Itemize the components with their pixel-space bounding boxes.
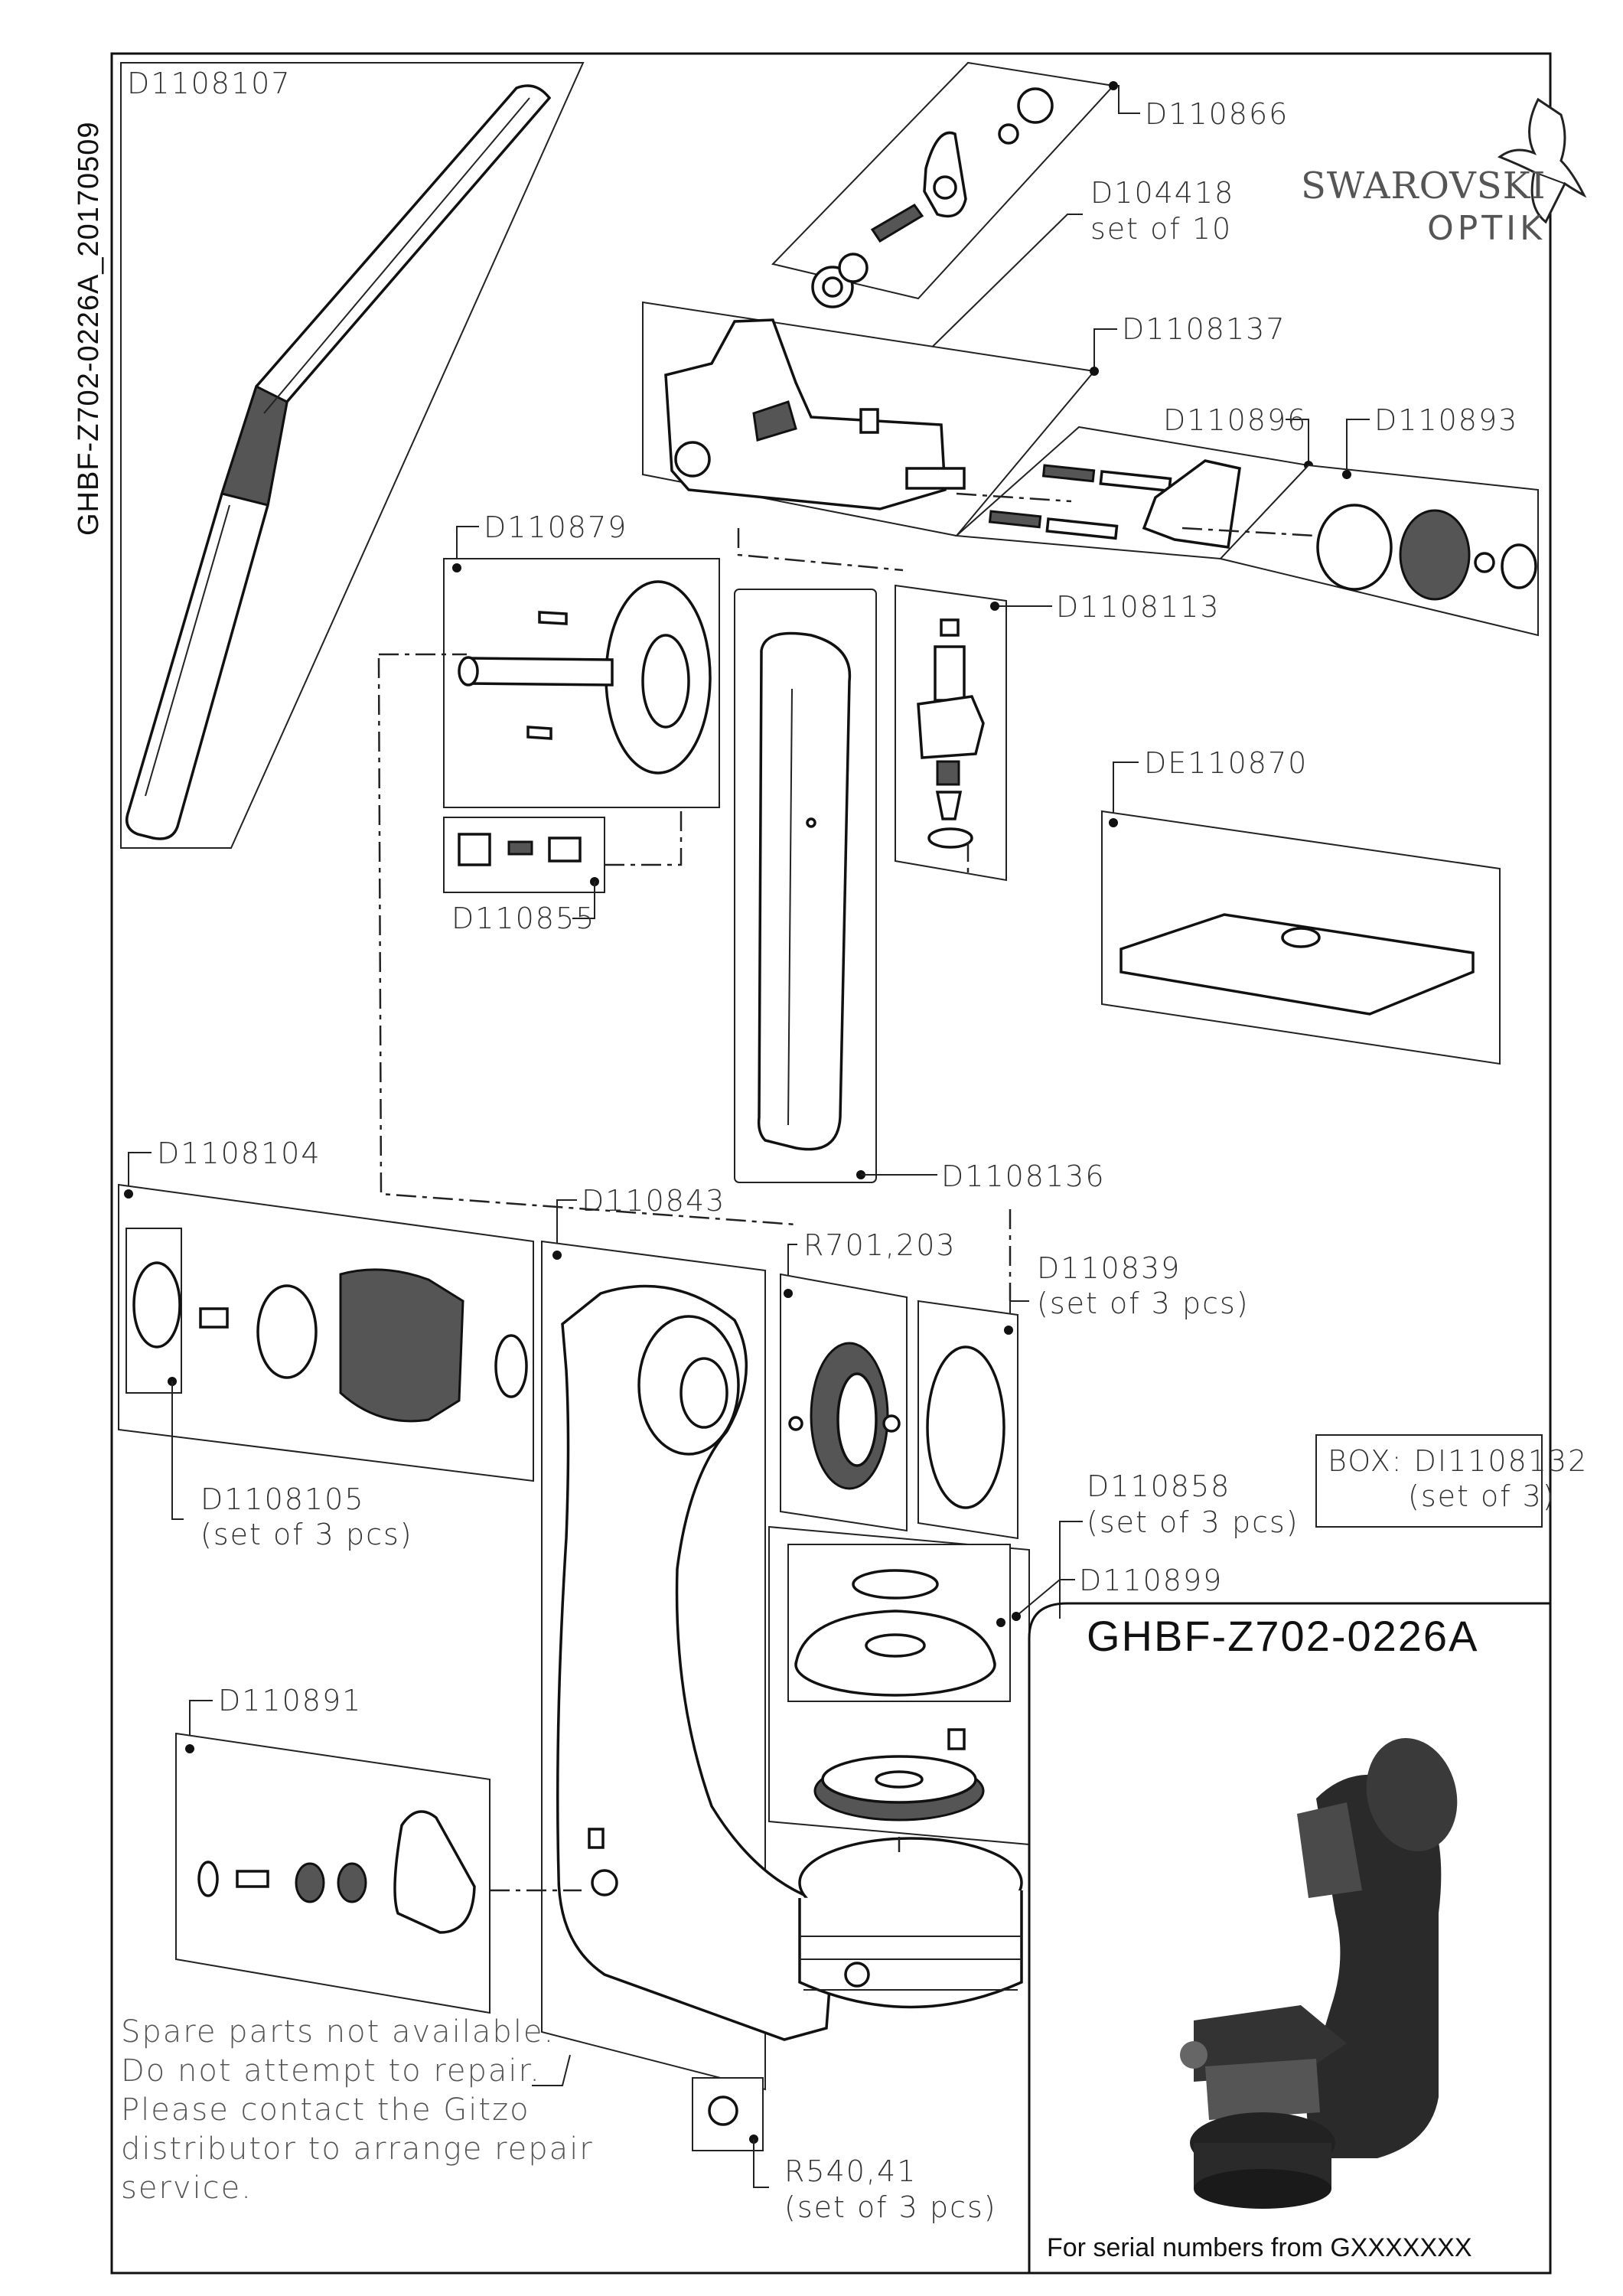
page-frame <box>110 52 1552 2275</box>
notice-line: service. <box>121 2170 253 2206</box>
part-label-d1108136: D1108136 <box>941 1159 1106 1193</box>
part-note-d110858: (set of 3 pcs) <box>1087 1505 1299 1539</box>
box-label: BOX: DI1108132 <box>1328 1444 1588 1478</box>
washer-part <box>998 123 1019 145</box>
serial-note: For serial numbers from GXXXXXXX <box>1047 2233 1472 2262</box>
part-label-r54041: R540,41 <box>784 2154 917 2188</box>
part-label-d104418: D104418 <box>1090 176 1234 210</box>
part-label-d1108137: D1108137 <box>1122 312 1286 346</box>
lever-part <box>923 131 967 218</box>
part-label-d110896: D110896 <box>1163 403 1307 437</box>
quick-release-plate-part <box>1119 913 1475 1016</box>
box-d11108132 <box>1315 1434 1543 1528</box>
part-note-d110839: (set of 3 pcs) <box>1037 1287 1250 1320</box>
gimbal-arm-part <box>556 1284 836 2041</box>
part-label-d1108104: D1108104 <box>157 1137 321 1170</box>
shaft-part <box>465 657 614 687</box>
part-label-d110899: D110899 <box>1079 1564 1223 1597</box>
notice-line: Do not attempt to repair. <box>121 2053 542 2089</box>
seal-ring-part <box>926 1345 1005 1509</box>
part-label-d110855: D110855 <box>451 902 595 935</box>
side-document-code: GHBF-Z702-0226A_20170509 <box>73 121 105 536</box>
assembly-axis-line <box>377 657 797 1226</box>
part-label-de110870: DE110870 <box>1144 746 1308 780</box>
notice-line: distributor to arrange repair <box>121 2131 594 2167</box>
knob-part <box>1399 509 1471 601</box>
model-code: GHBF-Z702-0226A <box>1087 1612 1479 1660</box>
cylinder-part <box>1316 504 1393 591</box>
handle-collar-part <box>220 384 288 507</box>
brand-name-line2: OPTIK <box>1427 209 1546 248</box>
side-plate-part <box>757 631 852 1151</box>
part-note-r54041: (set of 3 pcs) <box>784 2190 997 2224</box>
part-label-d110858: D110858 <box>1087 1469 1230 1503</box>
ring-part <box>1017 87 1054 124</box>
product-photo <box>1180 1738 1458 2209</box>
brand-logo: SWAROVSKI OPTIK <box>1301 165 1546 248</box>
cap-part <box>852 1569 939 1600</box>
part-box-d1108107 <box>120 62 585 849</box>
part-note-d1108105: (set of 3 pcs) <box>200 1518 413 1551</box>
handle-grip-part <box>125 84 552 840</box>
part-label-d110893: D110893 <box>1374 403 1518 437</box>
brand-name-line1: SWAROVSKI <box>1301 165 1546 207</box>
slide-part <box>1142 459 1241 549</box>
part-label-d1108107: D1108107 <box>127 67 292 100</box>
part-note-d104418: set of 10 <box>1090 212 1232 246</box>
clamp-jaw-part <box>917 695 985 759</box>
pin-part <box>870 204 924 243</box>
lock-knob-part <box>339 1268 464 1423</box>
part-label-d110839: D110839 <box>1037 1251 1181 1285</box>
repair-notice: Spare parts not available. Do not attemp… <box>121 2013 594 2208</box>
o-ring-part <box>132 1261 181 1349</box>
part-box-d110891 <box>175 1732 490 2014</box>
small-ring-part <box>708 2095 738 2126</box>
hawk-icon <box>1497 97 1587 224</box>
part-label-d1108105: D1108105 <box>200 1482 365 1516</box>
box-note: (set of 3) <box>1408 1479 1556 1513</box>
locking-lever-part <box>393 1810 476 1934</box>
part-label-d110891: D110891 <box>218 1684 362 1717</box>
model-panel-border <box>1028 1602 1550 2273</box>
part-label-d110879: D110879 <box>484 510 627 544</box>
notice-line: Please contact the Gitzo <box>121 2092 530 2128</box>
part-label-d110843: D110843 <box>582 1184 725 1218</box>
notice-line: Spare parts not available. <box>121 2014 556 2050</box>
part-label-d110866: D110866 <box>1145 97 1289 131</box>
part-label-d1108113: D1108113 <box>1056 590 1221 624</box>
part-label-r701203: R701,203 <box>803 1228 957 1262</box>
